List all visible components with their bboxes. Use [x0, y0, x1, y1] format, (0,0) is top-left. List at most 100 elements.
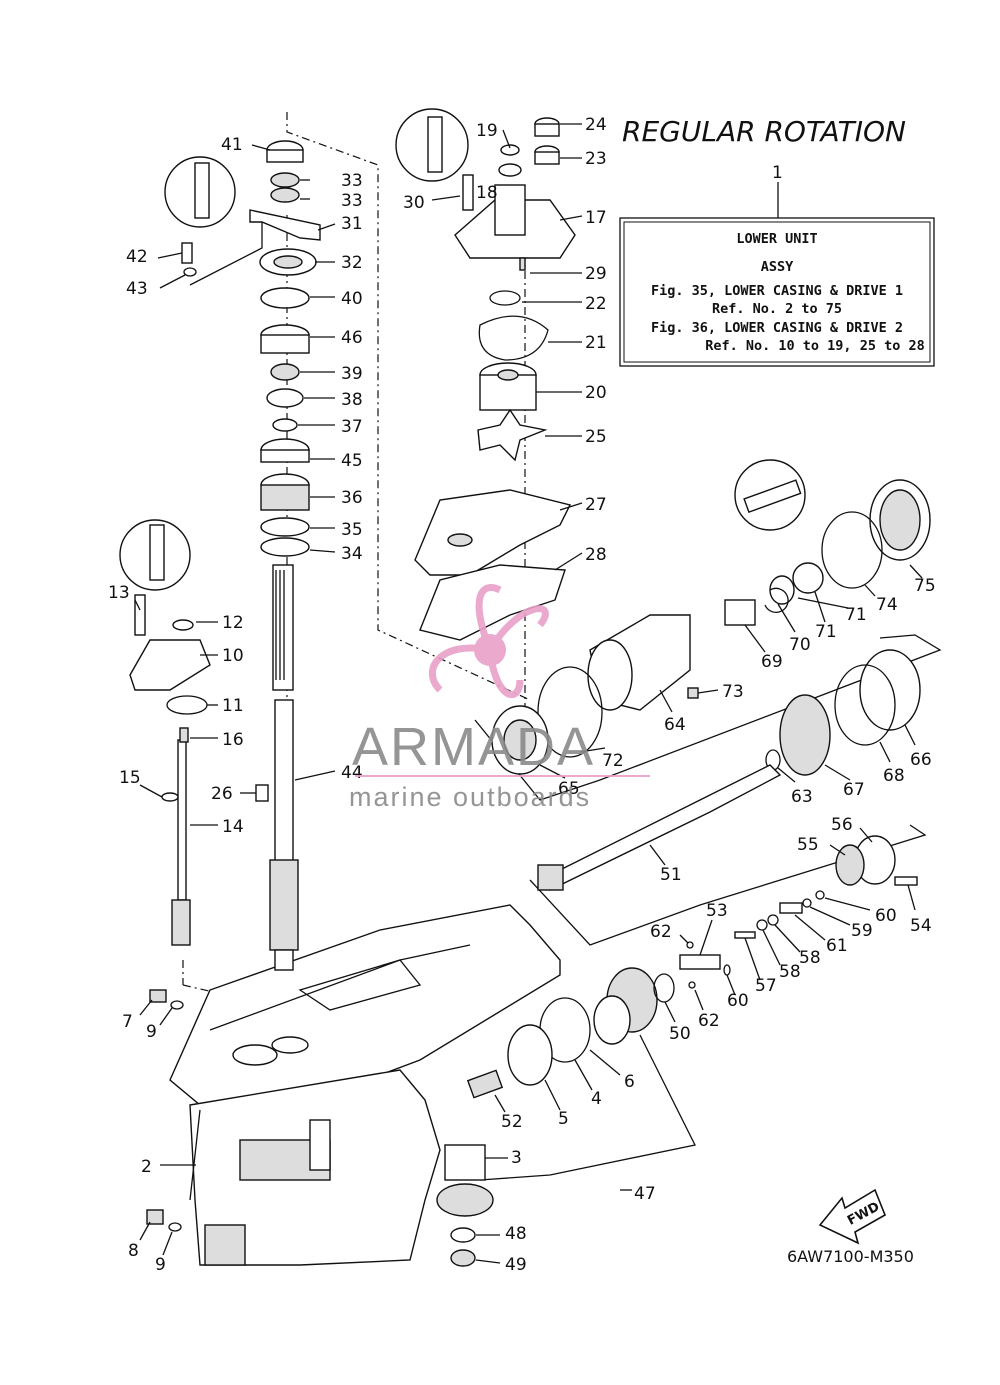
- part-label: 50: [669, 1024, 691, 1044]
- part-label: 62: [650, 922, 672, 942]
- fwd-arrow: FWD: [818, 1188, 887, 1245]
- part-label: 42: [126, 247, 148, 267]
- info-line-1: LOWER UNIT: [736, 231, 817, 247]
- part-label: 64: [664, 715, 686, 735]
- propeller-shaft-group: [436, 479, 931, 1267]
- part-label: 9: [146, 1022, 157, 1042]
- part-label: 20: [585, 383, 607, 403]
- propeller-logo-icon: [428, 584, 549, 699]
- part-label: 52: [501, 1112, 523, 1132]
- part-label: 15: [119, 768, 141, 788]
- part-label: 62: [698, 1011, 720, 1031]
- leader-lines: [134, 123, 923, 1264]
- part-label: 36: [341, 488, 363, 508]
- info-line-5: Fig. 36, LOWER CASING & DRIVE 2: [651, 320, 903, 336]
- fasteners: [146, 174, 526, 1232]
- watermark-tagline: marine outboards: [349, 782, 591, 812]
- grease-callouts: [119, 108, 806, 591]
- part-label: 56: [831, 815, 853, 835]
- part-label: 24: [585, 115, 607, 135]
- part-label: 25: [585, 427, 607, 447]
- part-label: 57: [755, 976, 777, 996]
- diagram-code: 6AW7100-M350: [787, 1247, 914, 1266]
- part-label: 2: [141, 1157, 152, 1177]
- info-line-2: ASSY: [761, 259, 794, 275]
- part-label: 44: [341, 763, 363, 783]
- info-line-3: Fig. 35, LOWER CASING & DRIVE 1: [651, 283, 903, 299]
- part-label: 60: [727, 991, 749, 1011]
- water-pump-group: [414, 117, 576, 641]
- part-label: 10: [222, 646, 244, 666]
- part-label: 19: [476, 121, 498, 141]
- part-label: 14: [222, 817, 244, 837]
- part-labels: 41 33 33 31 42 32 43 40 46 39 38 37 45 3…: [108, 115, 936, 1275]
- watermark: ARMADA marine outboards: [349, 584, 650, 812]
- part-label: 11: [222, 696, 244, 716]
- part-label: 55: [797, 835, 819, 855]
- part-label: 67: [843, 780, 865, 800]
- part-label: 54: [910, 916, 932, 936]
- part-label: 34: [341, 544, 363, 564]
- shift-rod: [171, 739, 191, 946]
- diagram-title: REGULAR ROTATION: [622, 115, 906, 148]
- part-label: 73: [722, 682, 744, 702]
- part-label: 3: [511, 1148, 522, 1168]
- part-label: 43: [126, 279, 148, 299]
- part-label: 66: [910, 750, 932, 770]
- info-line-6: Ref. No. 10 to 19, 25 to 28: [705, 338, 924, 354]
- part-label: 41: [221, 135, 243, 155]
- info-box: 1 LOWER UNIT ASSY Fig. 35, LOWER CASING …: [619, 163, 935, 367]
- part-label: 65: [558, 779, 580, 799]
- part-label: 58: [799, 948, 821, 968]
- part-label: 48: [505, 1224, 527, 1244]
- part-label: 32: [341, 253, 363, 273]
- part-label: 75: [914, 576, 936, 596]
- part-label: 16: [222, 730, 244, 750]
- part-label: 53: [706, 901, 728, 921]
- part-label: 59: [851, 921, 873, 941]
- watermark-brand: ARMADA: [352, 717, 595, 777]
- drive-shaft: [269, 564, 299, 971]
- part-label: 69: [761, 652, 783, 672]
- part-label: 27: [585, 495, 607, 515]
- part-label: 70: [789, 635, 811, 655]
- part-label: 45: [341, 451, 363, 471]
- part-label: 12: [222, 613, 244, 633]
- part-label: 71: [845, 605, 867, 625]
- part-label: 51: [660, 865, 682, 885]
- part-label: 30: [403, 193, 425, 213]
- part-label: 22: [585, 294, 607, 314]
- part-label: 17: [585, 208, 607, 228]
- part-label: 8: [128, 1241, 139, 1261]
- shaft-stack-parts: [249, 140, 321, 557]
- part-label: 5: [558, 1109, 569, 1129]
- part-label: 13: [108, 583, 130, 603]
- part-label: 58: [779, 962, 801, 982]
- part-label: 31: [341, 214, 363, 234]
- part-label: 33: [341, 171, 363, 191]
- part-label: 21: [585, 333, 607, 353]
- part-label: 61: [826, 936, 848, 956]
- part-label: 39: [341, 364, 363, 384]
- part-label: 28: [585, 545, 607, 565]
- bracket-lines: [189, 215, 942, 1181]
- part-label: 4: [591, 1089, 602, 1109]
- info-line-4: Ref. No. 2 to 75: [712, 301, 842, 317]
- part-label: 49: [505, 1255, 527, 1275]
- part-label: 38: [341, 390, 363, 410]
- part-label: 46: [341, 328, 363, 348]
- part-label: 74: [876, 595, 898, 615]
- part-label: 6: [624, 1072, 635, 1092]
- part-label: 63: [791, 787, 813, 807]
- part-label: 71: [815, 622, 837, 642]
- part-label: 47: [634, 1184, 656, 1204]
- info-box-ref: 1: [772, 163, 783, 183]
- part-label: 60: [875, 906, 897, 926]
- part-label: 68: [883, 766, 905, 786]
- part-label: 37: [341, 417, 363, 437]
- shift-components: [129, 594, 211, 802]
- part-label: 23: [585, 149, 607, 169]
- part-label: 18: [476, 183, 498, 203]
